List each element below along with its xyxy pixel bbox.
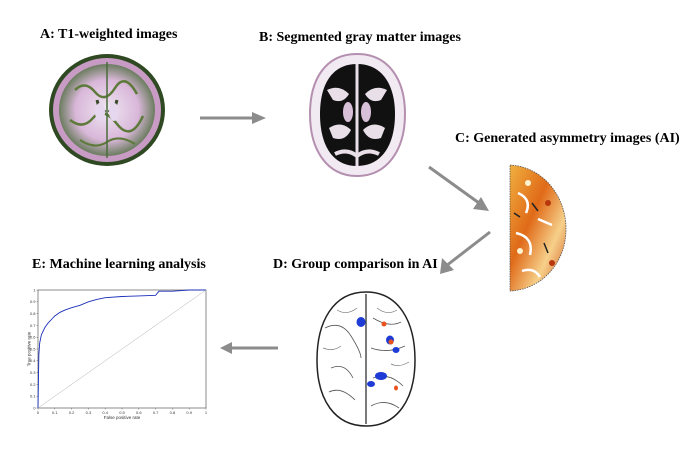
panel-d-label: D: Group comparison in AI: [273, 257, 438, 272]
arrow-c-to-d: [440, 230, 491, 274]
y-axis-label: True positive rate: [27, 331, 32, 366]
x-tick-label: 0.4: [102, 410, 108, 415]
asymmetry-image: [509, 164, 567, 292]
y-tick-label: 0.8: [30, 311, 36, 316]
y-tick-label: 0.7: [30, 323, 36, 328]
arrow-a-to-b: [200, 112, 266, 124]
gray-matter-image: [308, 52, 407, 178]
panel-c-label: C: Generated asymmetry images (AI): [455, 131, 680, 146]
y-tick-label: 0.6: [30, 335, 36, 340]
chance-diagonal: [37, 289, 207, 409]
x-tick-label: 0.5: [119, 410, 125, 415]
x-tick-label: 0.3: [86, 410, 92, 415]
y-tick-label: 0.3: [30, 370, 36, 375]
y-tick-label: 0.5: [30, 346, 36, 351]
panel-e-label: E: Machine learning analysis: [32, 257, 206, 272]
y-tick-label: 1: [33, 287, 36, 292]
x-tick-label: 0.1: [52, 410, 58, 415]
roc-curve: [37, 289, 206, 409]
glass-brain-image: [316, 291, 416, 427]
x-tick-label: 0.7: [153, 410, 159, 415]
x-tick-label: 0.2: [69, 410, 75, 415]
arrow-d-to-e: [220, 342, 278, 354]
t1-brain-image: [49, 54, 165, 166]
panel-b-label: B: Segmented gray matter images: [259, 30, 461, 45]
x-tick-label: 0.9: [186, 410, 192, 415]
x-tick-label: 1: [205, 410, 208, 415]
y-tick-label: 0.1: [30, 394, 36, 399]
y-tick-label: 0.2: [30, 382, 36, 387]
x-axis-label: False positive rate: [104, 415, 141, 420]
roc-chart: 0 0.1 0.2 0.3 0.4 0.5 0.6 0.7 0.8 0.9 1 0 0.1 0.2 0.3 0…: [27, 287, 208, 420]
panel-a-label: A: T1-weighted images: [40, 27, 178, 42]
y-tick-label: 0.9: [30, 299, 36, 304]
x-tick-label: 0: [37, 410, 40, 415]
arrow-b-to-c: [428, 165, 489, 211]
y-tick-label: 0.4: [30, 358, 36, 363]
y-tick-label: 0: [33, 405, 36, 410]
x-tick-label: 0.6: [136, 410, 142, 415]
x-tick-label: 0.8: [170, 410, 176, 415]
